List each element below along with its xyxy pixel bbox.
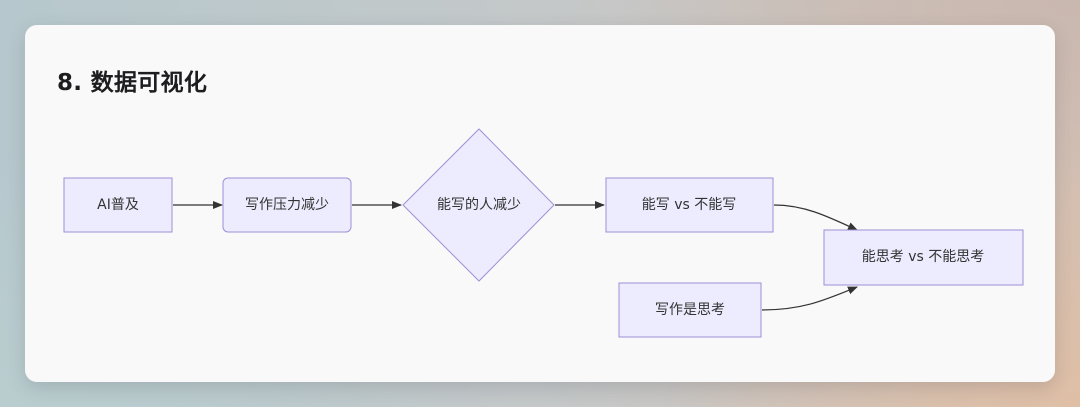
section-title: 8. 数据可视化 xyxy=(57,70,208,96)
node-can-think-label: 能思考 vs 不能思考 xyxy=(862,249,984,265)
content-card: 8. 数据可视化 AI普及 写作压力减少 能写的人减少 xyxy=(25,25,1055,382)
node-pressure-box xyxy=(222,177,352,233)
node-fewer-label: 能写的人减少 xyxy=(437,197,521,213)
node-ai: AI普及 xyxy=(63,177,173,233)
node-writing-thinking-box xyxy=(618,282,762,338)
node-writing-thinking: 写作是思考 xyxy=(618,282,762,338)
edge-writing-thinking-to-can-think xyxy=(761,286,858,311)
node-can-think: 能思考 vs 不能思考 xyxy=(823,229,1024,286)
node-ai-box xyxy=(63,177,173,233)
node-can-write: 能写 vs 不能写 xyxy=(605,177,774,233)
node-can-write-box xyxy=(605,177,774,233)
node-pressure: 写作压力减少 xyxy=(222,177,352,233)
edges xyxy=(173,201,858,311)
flowchart: AI普及 写作压力减少 能写的人减少 能写 vs 不能写 写作是思考 能思考 v… xyxy=(63,128,1024,338)
node-pressure-label: 写作压力减少 xyxy=(245,197,329,213)
node-can-think-box xyxy=(823,229,1024,286)
node-ai-label: AI普及 xyxy=(97,197,139,213)
node-fewer: 能写的人减少 xyxy=(402,128,555,282)
node-can-write-label: 能写 vs 不能写 xyxy=(642,197,736,213)
node-fewer-diamond xyxy=(402,128,555,282)
edge-can-write-to-can-think xyxy=(773,204,858,231)
node-writing-thinking-label: 写作是思考 xyxy=(655,302,725,318)
